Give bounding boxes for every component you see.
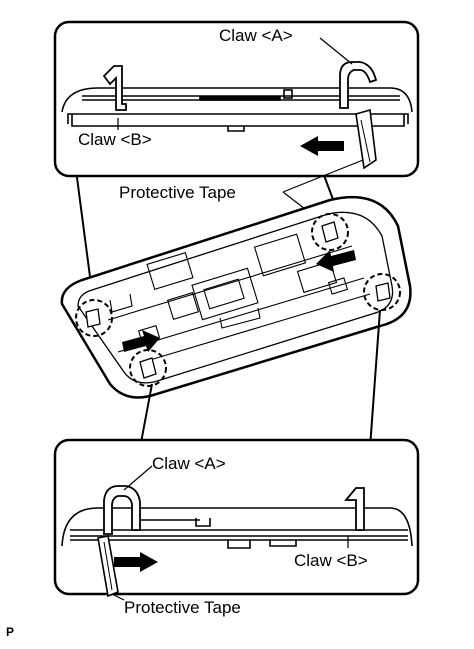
bottom-callout-leader-left <box>139 383 153 449</box>
main-arrow-lower-icon <box>122 330 160 352</box>
top-claw-b-label: Claw <B> <box>78 130 152 149</box>
top-direction-arrow-icon <box>300 136 344 156</box>
console-inner-details <box>107 233 371 361</box>
dashed-circle-icon <box>363 273 401 311</box>
top-claw-b-shape <box>102 65 127 111</box>
bottom-panel-section <box>61 507 413 549</box>
bottom-claw-a-shape <box>103 485 141 535</box>
protective-tape-label-top: Protective Tape <box>119 183 236 202</box>
bottom-claw-b-label: Claw <B> <box>294 551 368 570</box>
bottom-callout-leader-right <box>369 309 381 449</box>
protective-tape-label-bottom: Protective Tape <box>124 598 241 617</box>
dashed-circle-icon <box>75 299 113 337</box>
bottom-claw-b-shape <box>344 487 365 531</box>
top-detail-callout: Claw <A> Claw <B> <box>53 20 420 293</box>
page-reference-label: P <box>6 625 14 639</box>
top-protective-tape-shape <box>355 108 377 170</box>
main-console-part <box>60 195 412 399</box>
bottom-claw-a-label: Claw <A> <box>152 454 226 473</box>
top-claw-a-label: Claw <A> <box>219 26 293 45</box>
bottom-direction-arrow-icon <box>114 552 158 572</box>
bottom-detail-callout: Claw <A> Claw <B> <box>53 309 420 598</box>
main-arrow-upper-icon <box>316 250 356 272</box>
top-claw-a-shape <box>339 61 378 109</box>
tape-leader-top-a <box>282 159 364 193</box>
top-callout-leader-left <box>75 169 93 293</box>
